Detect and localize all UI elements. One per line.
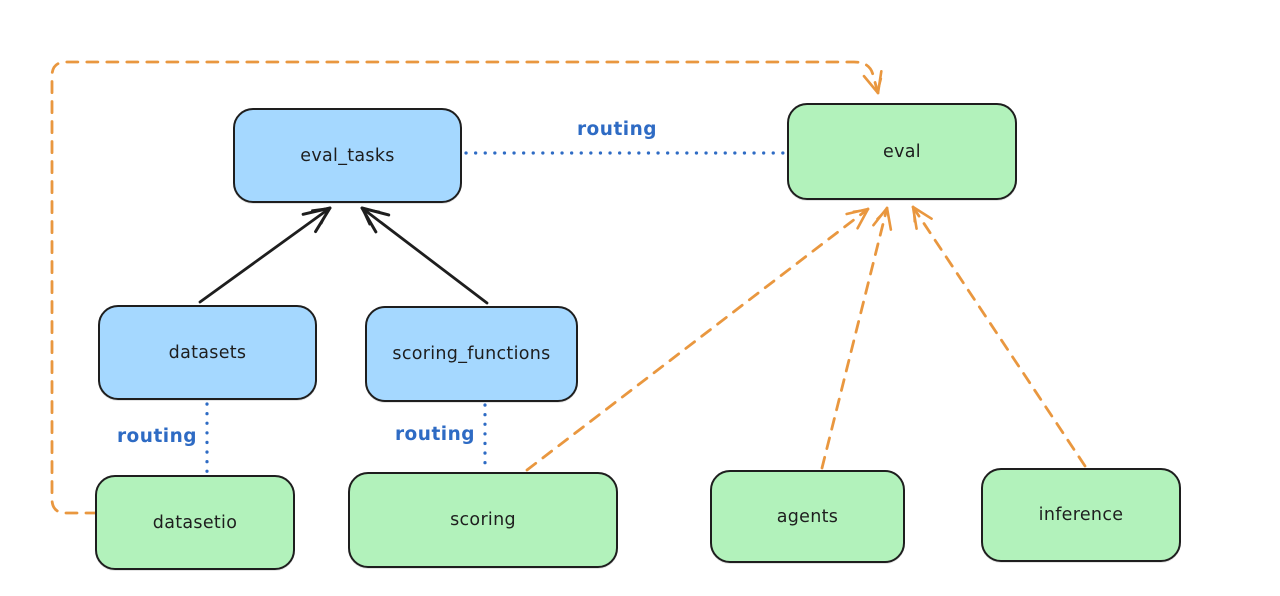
node-eval: eval xyxy=(787,103,1017,200)
node-scoring-label: scoring xyxy=(450,510,516,530)
routing-label-scoring-functions-scoring: routing xyxy=(394,424,476,445)
node-datasetio-label: datasetio xyxy=(152,512,238,533)
routing-label-eval-tasks-eval: routing xyxy=(576,119,658,140)
node-inference: inference xyxy=(981,468,1181,562)
node-scoring-functions: scoring_functions xyxy=(365,306,578,402)
edge-agents-to-eval xyxy=(820,206,893,470)
node-agents: agents xyxy=(710,470,905,563)
node-datasets-label: datasets xyxy=(168,342,247,363)
node-datasetio: datasetio xyxy=(95,475,295,570)
node-datasets: datasets xyxy=(98,305,317,400)
node-eval-tasks-label: eval_tasks xyxy=(300,145,395,166)
node-agents-label: agents xyxy=(776,506,839,527)
edge-scoring-functions-to-eval-tasks xyxy=(360,206,489,305)
node-eval-tasks: eval_tasks xyxy=(233,108,462,203)
node-inference-label: inference xyxy=(1038,505,1124,525)
edge-scoring-to-eval xyxy=(525,207,870,472)
edge-datasetio-to-eval xyxy=(50,60,883,515)
node-scoring: scoring xyxy=(348,472,618,568)
node-scoring-functions-label: scoring_functions xyxy=(392,344,551,364)
node-eval-label: eval xyxy=(883,141,921,162)
routing-label-datasets-datasetio: routing xyxy=(116,426,198,447)
edge-datasets-to-eval-tasks xyxy=(198,206,332,304)
edge-inference-to-eval xyxy=(911,205,1087,468)
